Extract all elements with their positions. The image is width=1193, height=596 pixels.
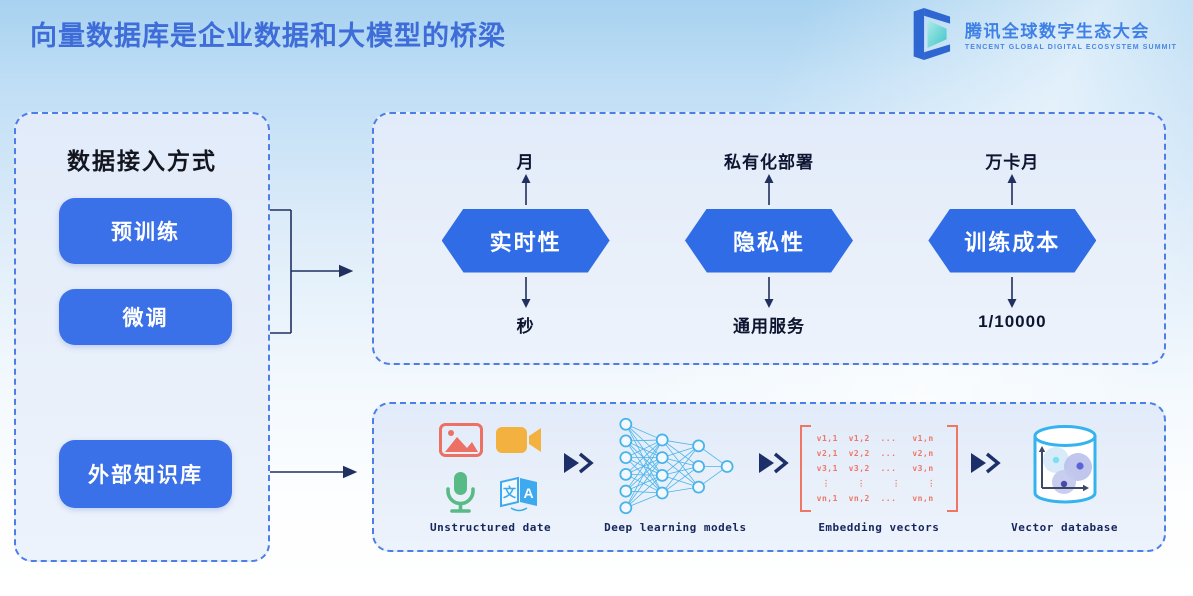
metric-top-value: 万卡月: [985, 152, 1040, 172]
stage-label: Unstructured date: [430, 520, 552, 534]
metric-top-value: 月: [516, 152, 535, 172]
neural-network-icon: [616, 416, 734, 521]
arrow-down-icon: [764, 276, 774, 308]
arrow-down-icon: [521, 276, 531, 308]
stage-label: Vector database: [1011, 520, 1118, 534]
matrix-icon: v1,1 v1,2 ... v1,n v2,1 v2,2 ... v2,n v3…: [799, 424, 959, 513]
summit-logo-icon: [905, 8, 957, 65]
stage-label: Embedding vectors: [818, 520, 940, 534]
stage-vector-database: Vector database: [1011, 423, 1118, 534]
video-icon: [495, 423, 542, 462]
metric-training-cost: 万卡月 训练成本 1/10000: [900, 144, 1125, 334]
metric-privacy: 私有化部署 隐私性 通用服务: [656, 144, 881, 336]
metric-realtime: 月 实时性 秒: [413, 144, 638, 336]
logo-name-en: TENCENT GLOBAL DIGITAL ECOSYSTEM SUMMIT: [964, 44, 1177, 52]
database-icon: [1025, 422, 1105, 515]
metric-bottom-value: 通用服务: [732, 316, 805, 336]
stage-embedding-vectors: v1,1 v1,2 ... v1,n v2,1 v2,2 ... v2,n v3…: [799, 423, 959, 534]
pretrain-node: 预训练: [59, 198, 232, 264]
metric-bottom-value: 秒: [516, 316, 535, 336]
external-knowledge-node: 外部知识库: [59, 440, 232, 508]
stage-label: Deep learning models: [604, 520, 747, 534]
pipeline-panel: 文 A Unstructured date: [372, 402, 1166, 552]
finetune-node: 微调: [59, 289, 232, 345]
svg-text:A: A: [523, 485, 533, 501]
svg-text:文: 文: [503, 485, 517, 500]
double-chevron-icon: [969, 451, 1001, 480]
arrow-up-icon: [521, 173, 531, 205]
data-access-heading: 数据接入方式: [67, 149, 217, 174]
metrics-panel: 月 实时性 秒 私有化部署 隐私性 通用服务: [372, 112, 1166, 365]
metric-bottom-value: 1/10000: [978, 311, 1047, 331]
arrow-up-icon: [1007, 173, 1017, 205]
double-chevron-icon: [562, 451, 594, 480]
translate-icon: 文 A: [498, 471, 540, 518]
microphone-icon: [440, 470, 482, 519]
data-access-panel: 数据接入方式 预训练 微调 外部知识库: [14, 112, 270, 562]
stage-unstructured-data: 文 A Unstructured date: [430, 422, 552, 534]
image-icon: [439, 422, 484, 462]
double-chevron-icon: [757, 451, 789, 480]
summit-logo: 腾讯全球数字生态大会 TENCENT GLOBAL DIGITAL ECOSYS…: [905, 8, 1177, 65]
hexagon-privacy: 隐私性: [684, 208, 853, 273]
stage-deep-learning: Deep learning models: [604, 417, 747, 534]
hexagon-realtime: 实时性: [441, 208, 610, 273]
logo-name-cn: 腾讯全球数字生态大会: [964, 21, 1150, 41]
hexagon-training-cost: 训练成本: [928, 208, 1097, 273]
arrow-up-icon: [764, 173, 774, 205]
arrow-down-icon: [1007, 276, 1017, 308]
metric-top-value: 私有化部署: [723, 152, 814, 172]
page-title: 向量数据库是企业数据和大模型的桥梁: [30, 21, 506, 51]
